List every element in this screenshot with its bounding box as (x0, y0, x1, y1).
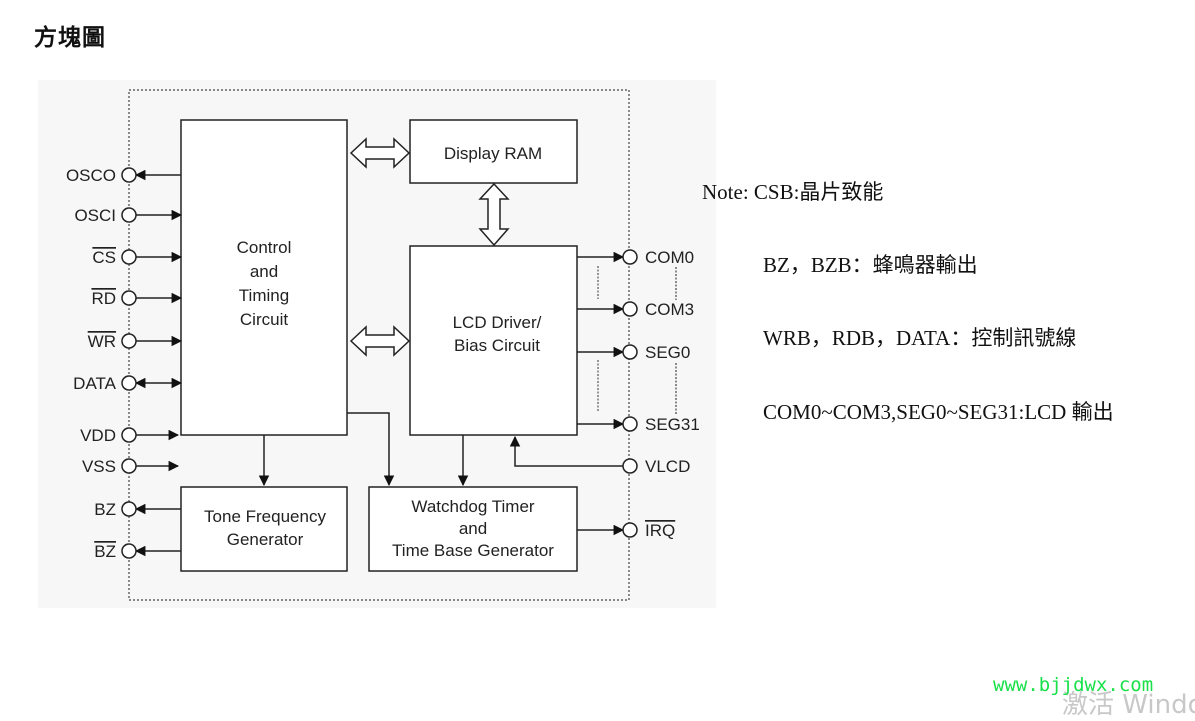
pin-label: OSCI (74, 206, 116, 225)
right-pin-vlcd: VLCD (622, 457, 690, 476)
left-pin-vss: VSS (82, 457, 180, 476)
display-ram-label: Display RAM (444, 144, 542, 163)
pin-terminal-icon (622, 458, 638, 474)
watchdog-label-3: Time Base Generator (392, 541, 554, 560)
pin-label: RD (91, 289, 116, 308)
tone-label-1: Tone Frequency (204, 507, 326, 526)
pin-label: WR (88, 332, 116, 351)
control-to-watchdog-arrow (347, 412, 395, 487)
pin-label: DATA (73, 374, 116, 393)
bus-arrow-control-lcd (349, 325, 411, 357)
pin-label: OSCO (66, 166, 116, 185)
pin-terminal-icon (121, 167, 137, 183)
pin-label: VLCD (645, 457, 690, 476)
site-watermark: www.bjjdwx.com (993, 674, 1154, 696)
tone-generator-block: Tone Frequency Generator (180, 486, 348, 572)
control-label-1: Control (237, 238, 292, 257)
note-line-3: WRB，RDB，DATA：控制訊號線 (763, 326, 1077, 350)
display-ram-block: Display RAM (409, 119, 578, 184)
control-timing-block: Control and Timing Circuit (180, 119, 348, 436)
pin-terminal-icon (121, 333, 137, 349)
pin-label: COM3 (645, 300, 694, 319)
note-line-2: BZ，BZB：蜂鳴器輸出 (763, 253, 978, 277)
pin-terminal-icon (121, 543, 137, 559)
left-pin-vdd: VDD (80, 426, 180, 445)
pin-terminal-icon (622, 301, 638, 317)
pin-label: IRQ (645, 521, 675, 540)
pin-terminal-icon (121, 458, 137, 474)
note-line-4: COM0~COM3,SEG0~SEG31:LCD 輸出 (763, 400, 1114, 424)
control-label-2: and (250, 262, 278, 281)
pin-terminal-icon (121, 249, 137, 265)
pin-label: VDD (80, 426, 116, 445)
pin-label: COM0 (645, 248, 694, 267)
pin-terminal-icon (121, 290, 137, 306)
lcd-driver-label-1: LCD Driver/ (453, 313, 542, 332)
pin-terminal-icon (622, 522, 638, 538)
left-pin-rd-bar: RD (91, 289, 183, 308)
pin-terminal-icon (121, 207, 137, 223)
page-title: 方塊圖 (34, 25, 106, 51)
left-pin-data: DATA (73, 374, 183, 393)
pin-label: BZ (94, 500, 116, 519)
tone-label-2: Generator (227, 530, 304, 549)
watchdog-label-1: Watchdog Timer (411, 497, 534, 516)
pin-terminal-icon (121, 501, 137, 517)
left-pin-cs-bar: CS (92, 248, 183, 267)
pin-terminal-icon (121, 427, 137, 443)
right-pin-seg0: SEG0 (577, 343, 690, 362)
watchdog-label-2: and (459, 519, 487, 538)
vlcd-to-lcd-arrow (509, 435, 623, 467)
pin-label: BZ (94, 542, 116, 561)
control-label-4: Circuit (240, 310, 288, 329)
pin-label: SEG0 (645, 343, 690, 362)
watchdog-block: Watchdog Timer and Time Base Generator (368, 486, 578, 572)
note-line-1: Note: CSB:晶片致能 (702, 180, 884, 204)
block-diagram: Control and Timing Circuit Display RAM L… (66, 89, 700, 601)
bus-arrow-ram-lcd (478, 182, 510, 247)
pin-terminal-icon (622, 344, 638, 360)
left-pin-bz-bar: BZ (94, 542, 181, 561)
pin-terminal-icon (622, 249, 638, 265)
right-pin-irq-bar: IRQ (577, 521, 675, 540)
right-pin-com0: COM0 (577, 248, 694, 267)
left-pin-osco: OSCO (66, 166, 181, 185)
pin-terminal-icon (622, 416, 638, 432)
lcd-driver-block: LCD Driver/ Bias Circuit (409, 245, 578, 436)
left-pins: OSCO OSCI CS RD WR DATA VDD VSS BZ BZ (66, 166, 183, 561)
bus-arrow-control-ram (349, 137, 411, 169)
left-pin-osci: OSCI (74, 206, 183, 225)
lcd-driver-label-2: Bias Circuit (454, 336, 540, 355)
left-pin-bz: BZ (94, 500, 181, 519)
pin-label: VSS (82, 457, 116, 476)
pin-label: CS (92, 248, 116, 267)
pin-label: SEG31 (645, 415, 700, 434)
control-label-3: Timing (239, 286, 289, 305)
left-pin-wr-bar: WR (88, 332, 183, 351)
pin-terminal-icon (121, 375, 137, 391)
right-pin-seg31: SEG31 (577, 415, 700, 434)
right-pin-com3: COM3 (577, 300, 694, 319)
